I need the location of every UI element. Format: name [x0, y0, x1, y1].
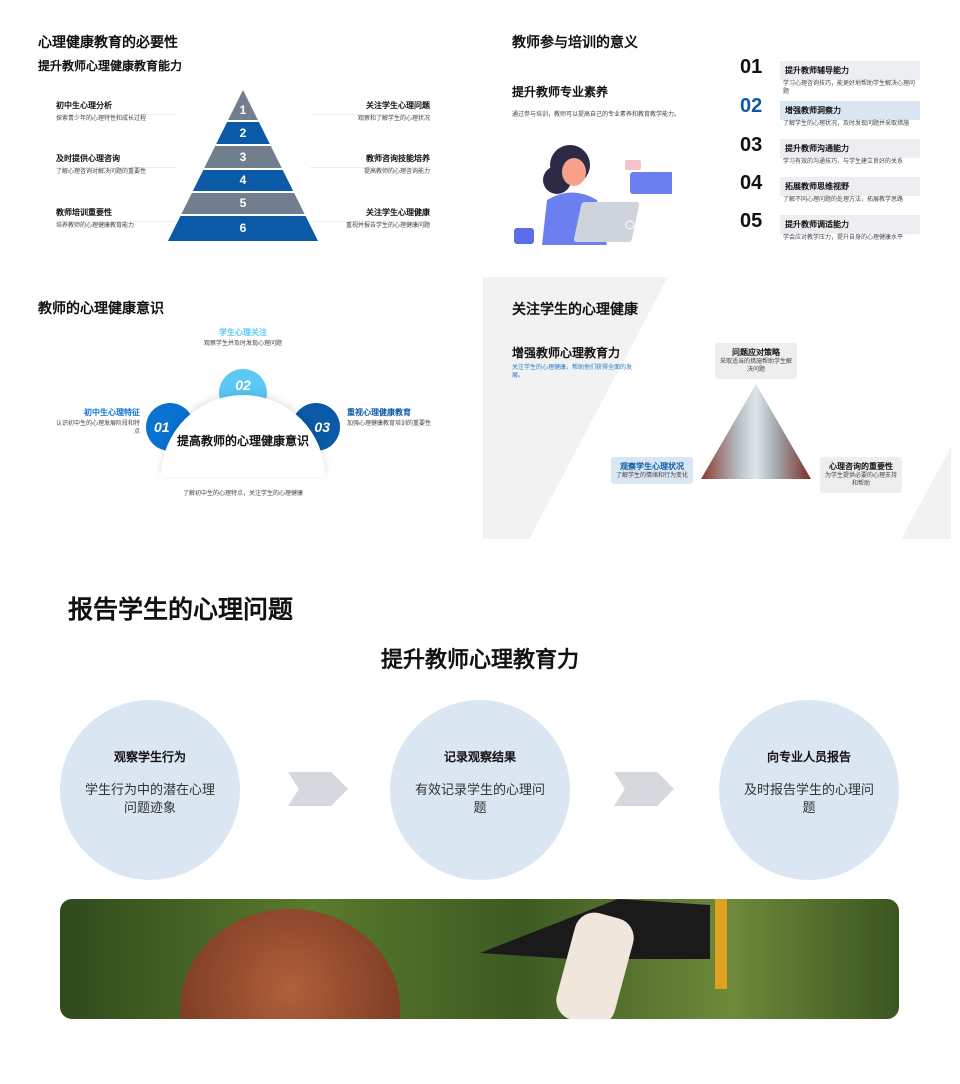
item-title: 提升教师辅导能力 [780, 61, 920, 80]
panel-necessity: 心理健康教育的必要性 提升教师心理健康教育能力 初中生心理分析探索青少年的心理特… [0, 0, 480, 270]
card-strategy: 问题应对策略采取适当的措施帮助学生解决问题 [715, 343, 797, 379]
item-title: 增强教师洞察力 [780, 101, 920, 120]
step-desc: 有效记录学生的心理问题 [415, 782, 546, 815]
pyramid: 1 2 3 4 5 6 [168, 90, 318, 241]
step-title: 记录观察结果 [443, 750, 516, 764]
card-desc: 了解学生的情绪和行为变化 [615, 473, 688, 479]
step-desc: 及时报告学生的心理问题 [744, 782, 875, 815]
heading: 提升教师专业素养 [512, 85, 609, 99]
pyramid-level: 4 [168, 170, 318, 191]
item-number: 05 [740, 210, 763, 232]
right-desc: 加强心理健康教育培训的重要性 [347, 421, 432, 427]
right-item: 关注学生心理问题观察和了解学生的心理状况 [310, 100, 430, 123]
panel-awareness: 教师的心理健康意识 学生心理关注 观察学生并及时发现心理问题 02 01 03 … [0, 270, 480, 540]
teacher-illustration [514, 145, 672, 245]
arrow-right-icon [288, 772, 348, 806]
left-item: 及时提供心理咨询了解心理咨询对解决问题的重要性 [56, 153, 176, 176]
item-title: 及时提供心理咨询 [56, 154, 120, 163]
pyramid-level: 3 [168, 146, 318, 168]
item-desc: 培养教师的心理健康教育能力 [56, 221, 176, 230]
bg-shape [901, 447, 951, 539]
card-desc: 为学生提供必要的心理支持和帮助 [824, 473, 897, 488]
item-desc: 了解学生的心理状况，及时发现问题并采取措施 [783, 121, 910, 127]
panel-title: 心理健康教育的必要性 [38, 34, 178, 50]
item-title: 关注学生心理健康 [366, 208, 430, 217]
step-circle: 记录观察结果有效记录学生的心理问题 [390, 700, 570, 880]
top-desc: 观察学生并及时发现心理问题 [203, 341, 282, 347]
pyramid-level: 2 [168, 122, 318, 144]
right-item: 教师咨询技能培养提高教师的心理咨询能力 [310, 153, 430, 176]
right-item: 关注学生心理健康重视并报告学生的心理健康问题 [310, 207, 430, 230]
item-title: 初中生心理分析 [56, 101, 112, 110]
panel-subtitle: 提升教师心理健康教育能力 [38, 59, 183, 73]
bottom-desc: 了解初中生的心理特点，关注学生的心理健康 [182, 491, 303, 497]
item-number: 02 [740, 95, 763, 117]
graduation-photo [60, 899, 899, 1019]
left-item: 初中生心理分析探索青少年的心理特性和成长过程 [56, 100, 176, 123]
step-title: 观察学生行为 [113, 750, 186, 764]
left-desc: 认识初中生的心理发展阶段和特点 [56, 421, 141, 436]
item-number: 03 [740, 134, 763, 156]
panel-training: 教师参与培训的意义 提升教师专业素养 通过参与培训，教师可以提高自己的专业素养和… [480, 0, 960, 270]
step-circle: 观察学生行为学生行为中的潜在心理问题迹象 [60, 700, 240, 880]
statue-image [701, 384, 811, 479]
item-number: 04 [740, 172, 763, 194]
item-desc: 了解不同心理问题的处理方法，拓展教学思路 [783, 197, 904, 203]
pyramid-level: 6 [168, 216, 318, 241]
pyramid-level: 1 [168, 90, 318, 120]
step-circle: 向专业人员报告及时报告学生的心理问题 [719, 700, 899, 880]
card-title: 心理咨询的重要性 [829, 462, 893, 471]
item-title: 教师培训重要性 [56, 208, 112, 217]
section-subtitle: 提升教师心理教育力 [380, 647, 579, 672]
section-title: 报告学生的心理问题 [68, 596, 294, 624]
item-desc: 学会应对教学压力，提升自身的心理健康水平 [783, 235, 904, 241]
panel-student-health: 关注学生的心理健康 增强教师心理教育力 关注学生的心理健康，帮助他们获得全面的发… [483, 277, 951, 539]
item-desc: 学习有效的沟通技巧，与学生建立良好的关系 [783, 159, 904, 165]
item-desc: 了解心理咨询对解决问题的重要性 [56, 167, 176, 176]
card-desc: 采取适当的措施帮助学生解决问题 [719, 359, 792, 374]
item-desc: 重视并报告学生的心理健康问题 [310, 221, 430, 230]
panel-title: 关注学生的心理健康 [512, 301, 638, 317]
item-title: 提升教师沟通能力 [780, 139, 920, 158]
item-desc: 探索青少年的心理特性和成长过程 [56, 114, 176, 123]
item-number: 01 [740, 56, 763, 78]
heading: 增强教师心理教育力 [512, 346, 621, 360]
left-item: 教师培训重要性培养教师的心理健康教育能力 [56, 207, 176, 230]
card-title: 问题应对策略 [732, 348, 780, 357]
item-desc: 学习心理咨询技巧，能更好地帮助学生解决心理问题 [783, 81, 916, 96]
pyramid-level: 5 [168, 193, 318, 214]
step-desc: 学生行为中的潜在心理问题迹象 [85, 782, 216, 815]
description: 通过参与培训，教师可以提高自己的专业素养和教育教学能力。 [512, 112, 681, 118]
item-title: 拓展教师思维视野 [780, 177, 920, 196]
item-title: 教师咨询技能培养 [366, 154, 430, 163]
left-title: 初中生心理特征 [84, 408, 140, 417]
item-desc: 提高教师的心理咨询能力 [310, 167, 430, 176]
card-counseling: 心理咨询的重要性为学生提供必要的心理支持和帮助 [820, 457, 902, 493]
right-title: 重视心理健康教育 [347, 408, 411, 417]
top-title: 学生心理关注 [219, 328, 267, 337]
item-title: 关注学生心理问题 [366, 101, 430, 110]
card-observe: 观察学生心理状况了解学生的情绪和行为变化 [611, 457, 693, 485]
item-desc: 观察和了解学生的心理状况 [310, 114, 430, 123]
step-title: 向专业人员报告 [766, 750, 851, 764]
panel-title: 教师的心理健康意识 [38, 300, 164, 316]
description: 关注学生的心理健康，帮助他们获得全面的发展。 [512, 365, 633, 380]
item-title: 提升教师调适能力 [780, 215, 920, 234]
panel-title: 教师参与培训的意义 [512, 34, 638, 50]
card-title: 观察学生心理状况 [620, 462, 684, 471]
arrow-right-icon [614, 772, 674, 806]
